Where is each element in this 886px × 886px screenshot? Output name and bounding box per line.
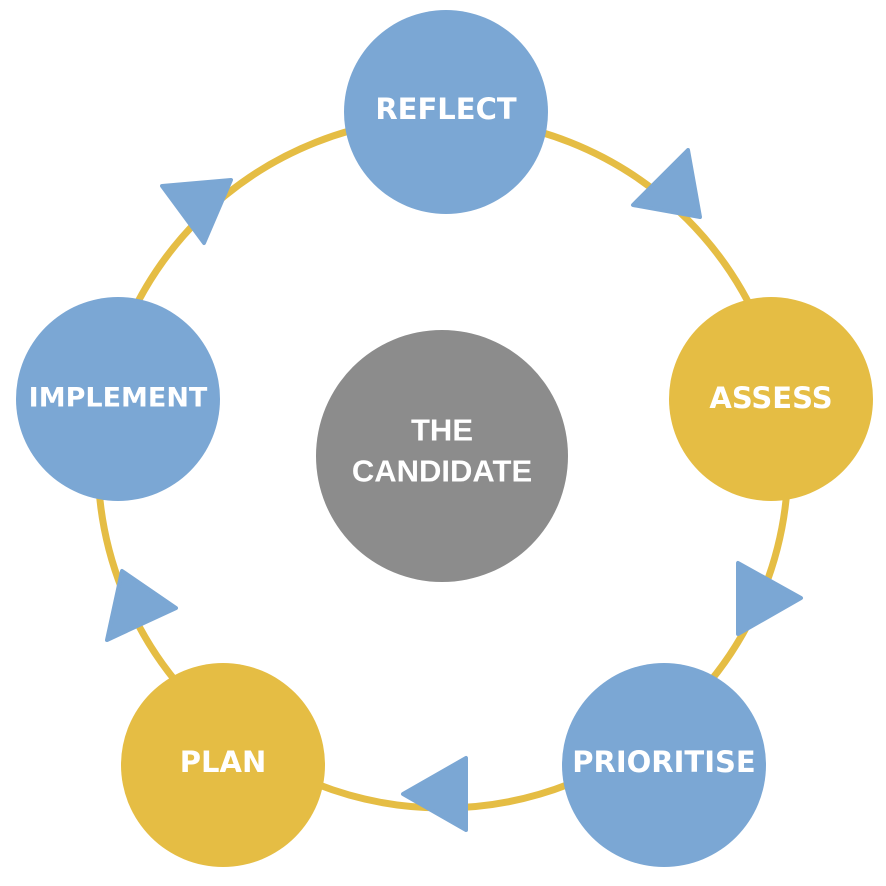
node-prioritise-label: PRIORITISE [572, 745, 755, 779]
arrow-prioritise-to-plan [401, 756, 468, 832]
node-implement: IMPLEMENT [16, 297, 220, 501]
arrow-plan-to-implement [105, 569, 178, 642]
center-circle [316, 330, 568, 582]
node-implement-label: IMPLEMENT [29, 383, 208, 414]
node-reflect-label: REFLECT [375, 92, 517, 126]
node-assess: ASSESS [669, 297, 873, 501]
node-reflect-circle [344, 10, 548, 214]
node-reflect: REFLECT [344, 10, 548, 214]
node-plan-label: PLAN [180, 745, 266, 779]
arrow-implement-to-reflect [160, 178, 233, 245]
cycle-arrows [105, 148, 803, 832]
node-assess-label: ASSESS [709, 381, 832, 415]
node-assess-circle [669, 297, 873, 501]
node-plan-circle [121, 663, 325, 867]
arrow-assess-to-prioritise [736, 561, 803, 636]
center-label-line2: CANDIDATE [352, 454, 532, 489]
center-label-line1: THE [411, 413, 473, 448]
center-node: THE CANDIDATE [316, 330, 568, 582]
node-implement-circle [16, 297, 220, 501]
node-plan: PLAN [121, 663, 325, 867]
arrow-reflect-to-assess [631, 148, 702, 219]
node-prioritise: PRIORITISE [562, 663, 766, 867]
node-prioritise-circle [562, 663, 766, 867]
